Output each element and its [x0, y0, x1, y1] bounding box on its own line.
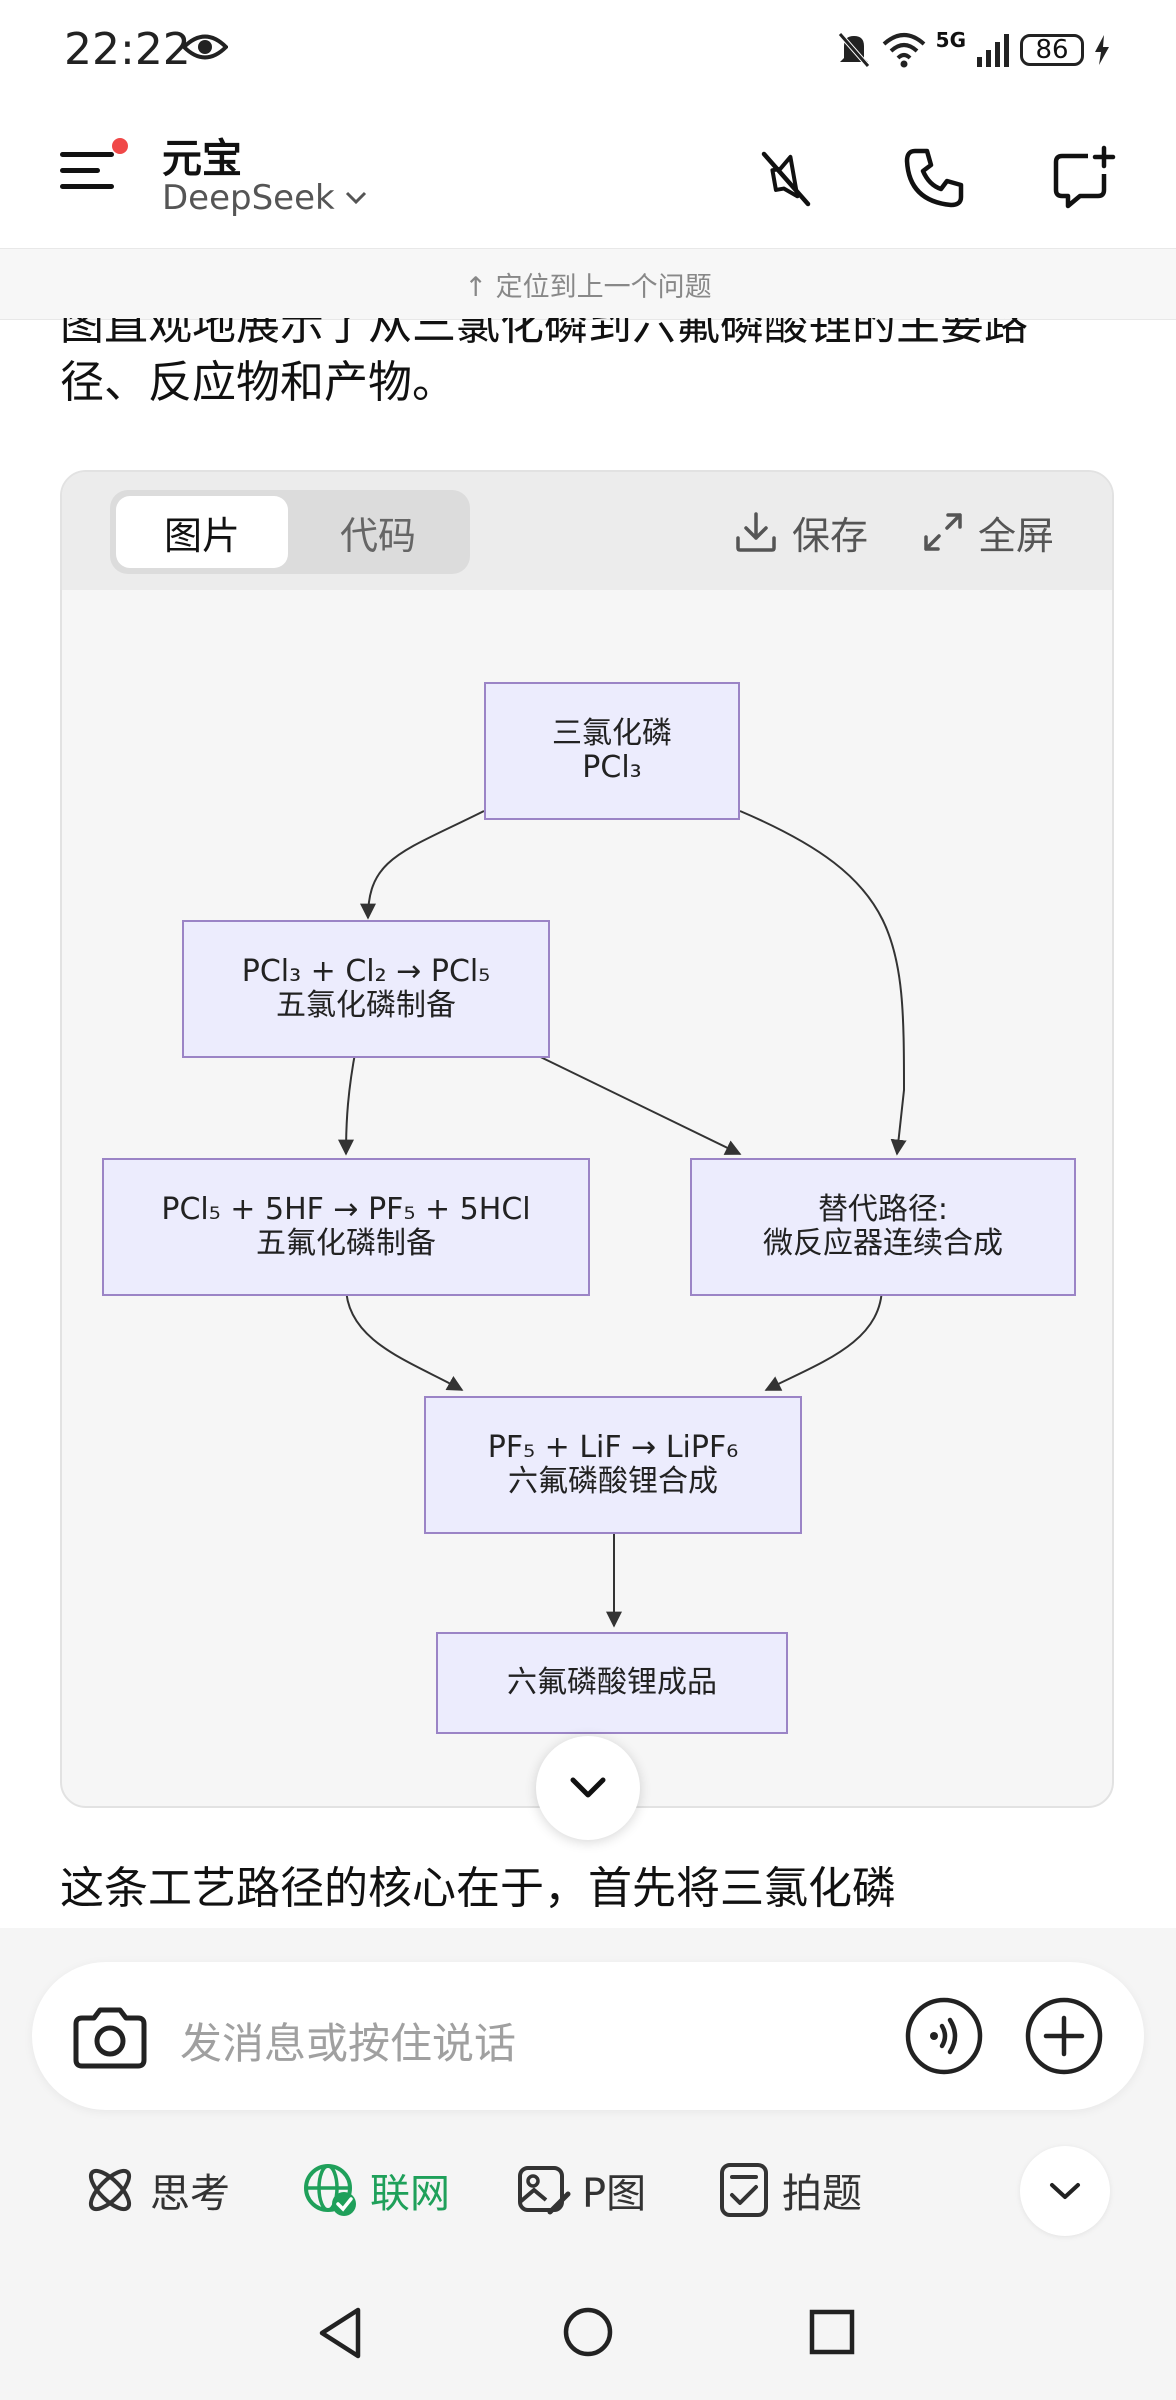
- node-pf5-equation: PCl₅ + 5HF → PF₅ + 5HCl: [161, 1192, 531, 1227]
- call-button[interactable]: [896, 140, 972, 216]
- download-icon: [736, 512, 776, 552]
- node-pf5-label: 五氟化磷制备: [256, 1226, 436, 1261]
- node-pcl3-formula: PCl₃: [582, 750, 642, 785]
- signal-icon: [977, 34, 1009, 67]
- photo-question-button[interactable]: 拍题: [718, 2158, 862, 2222]
- view-toggle: 图片 代码: [110, 490, 470, 574]
- node-alt-route: 替代路径: 微反应器连续合成: [690, 1158, 1076, 1296]
- edge-pcl3-alt: [739, 810, 907, 1156]
- fullscreen-label: 全屏: [978, 513, 1055, 558]
- recents-icon[interactable]: [808, 2308, 856, 2356]
- p-image-label: P图: [582, 2171, 647, 2217]
- chevron-down-icon: [345, 191, 366, 205]
- think-label: 思考: [150, 2171, 230, 2217]
- tools-bar: [0, 2128, 1176, 2252]
- node-pcl3: 三氯化磷 PCl₃: [484, 682, 740, 820]
- phone-icon: [904, 148, 964, 208]
- save-label: 保存: [792, 513, 869, 558]
- chevron-down-icon: [570, 1777, 606, 1798]
- wifi-icon: [882, 33, 925, 68]
- camera-icon: [73, 2007, 147, 2069]
- battery-icon: 86: [1020, 34, 1084, 66]
- status-icons: 5G 86: [836, 28, 1110, 72]
- model-selector[interactable]: DeepSeek: [162, 178, 367, 218]
- status-time: 22:22: [64, 24, 191, 75]
- locate-text: ↑ 定位到上一个问题: [464, 271, 712, 303]
- node-product-label: 六氟磷酸锂成品: [507, 1665, 717, 1700]
- voice-button[interactable]: [904, 1996, 984, 2076]
- mute-bell-icon: [837, 32, 870, 68]
- network-type: 5G: [935, 28, 966, 52]
- plus-icon: [1025, 1997, 1103, 2075]
- scroll-down-button[interactable]: [536, 1736, 640, 1840]
- system-nav-bar: [0, 2252, 1176, 2400]
- diagram-card: 图片 代码 保存 全屏: [60, 470, 1114, 1808]
- card-toolbar: 图片 代码 保存 全屏: [62, 472, 1112, 590]
- edge-pcl3-pcl5: [360, 810, 485, 920]
- edge-pf5-lipf6: [345, 1285, 464, 1391]
- node-pcl5: PCl₃ + Cl₂ → PCl₅ 五氯化磷制备: [182, 920, 550, 1058]
- new-chat-button[interactable]: [1044, 140, 1120, 216]
- node-pcl5-label: 五氯化磷制备: [276, 988, 456, 1023]
- tab-image[interactable]: 图片: [116, 496, 288, 568]
- intro-text-line1: 图直观地展示了从三氯化磷到六氟磷酸锂的主要路: [60, 318, 1028, 350]
- web-search-button[interactable]: 联网: [300, 2158, 450, 2222]
- message-input[interactable]: [32, 1962, 1144, 2110]
- node-lipf6-equation: PF₅ + LiF → LiPF₆: [487, 1430, 739, 1465]
- node-pcl5-equation: PCl₃ + Cl₂ → PCl₅: [241, 954, 491, 989]
- home-icon[interactable]: [562, 2306, 614, 2358]
- think-button[interactable]: 思考: [80, 2158, 230, 2222]
- checklist-icon: [720, 2163, 768, 2217]
- atom-icon: [88, 2168, 132, 2212]
- node-pf5: PCl₅ + 5HF → PF₅ + 5HCl 五氟化磷制备: [102, 1158, 590, 1296]
- flowchart: 三氯化磷 PCl₃ PCl₃ + Cl₂ → PCl₅ 五氯化磷制备 PCl₅ …: [62, 590, 1112, 1806]
- back-icon[interactable]: [316, 2306, 366, 2360]
- photo-question-label: 拍题: [782, 2171, 862, 2217]
- locate-previous-question[interactable]: ↑ 定位到上一个问题: [0, 248, 1176, 320]
- chevron-down-icon: [1050, 2183, 1080, 2199]
- web-label: 联网: [370, 2171, 450, 2217]
- add-button[interactable]: [1024, 1996, 1104, 2076]
- notification-dot: [112, 138, 128, 154]
- input-placeholder: 发消息或按住说话: [180, 2019, 517, 2068]
- new-chat-icon: [1053, 145, 1116, 209]
- app-title: 元宝: [162, 136, 242, 182]
- model-name: DeepSeek: [162, 178, 335, 218]
- tab-code[interactable]: 代码: [339, 513, 416, 558]
- status-bar: 22:22 5G 86: [0, 0, 1176, 100]
- node-lipf6-label: 六氟磷酸锂合成: [508, 1464, 718, 1499]
- p-image-button[interactable]: P图: [516, 2158, 646, 2222]
- fullscreen-icon: [924, 513, 962, 551]
- charging-icon: [1095, 35, 1109, 65]
- fullscreen-button[interactable]: 全屏: [922, 490, 1054, 574]
- node-alt-label: 微反应器连续合成: [763, 1226, 1003, 1261]
- followup-text: 这条工艺路径的核心在于，首先将三氯化磷: [60, 1863, 896, 1914]
- node-pcl3-title: 三氯化磷: [552, 716, 672, 751]
- edge-pcl5-alt: [521, 1047, 742, 1155]
- more-tools-button[interactable]: [1020, 2146, 1110, 2236]
- save-button[interactable]: 保存: [734, 490, 868, 574]
- edge-alt-lipf6: [764, 1285, 883, 1391]
- node-alt-title: 替代路径:: [817, 1192, 949, 1227]
- voice-wave-icon: [905, 1997, 983, 2075]
- battery-level: 86: [1035, 35, 1069, 65]
- node-product: 六氟磷酸锂成品: [436, 1632, 788, 1734]
- flowchart-edges: [338, 810, 907, 1628]
- eye-icon: [181, 30, 229, 68]
- image-edit-icon: [518, 2166, 571, 2215]
- edge-pcl5-pf5: [338, 1047, 357, 1156]
- globe-check-icon: [304, 2164, 356, 2216]
- menu-icon[interactable]: [58, 138, 128, 198]
- camera-button[interactable]: [70, 2004, 150, 2074]
- node-lipf6: PF₅ + LiF → LiPF₆ 六氟磷酸锂合成: [424, 1396, 802, 1534]
- mute-speaker-icon: [761, 151, 811, 207]
- mute-speaker-button[interactable]: [748, 140, 824, 216]
- chat-content: 图直观地展示了从三氯化磷到六氟磷酸锂的主要路 径、反应物和产物。 图片 代码 保…: [0, 318, 1176, 1928]
- intro-text-line2: 径、反应物和产物。: [60, 357, 456, 408]
